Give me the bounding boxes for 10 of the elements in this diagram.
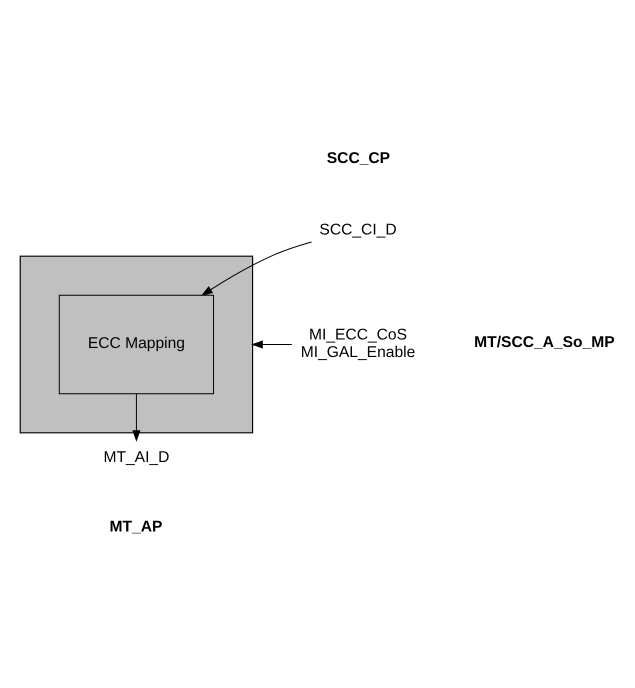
node-text: MT_AI_D xyxy=(103,448,170,466)
label: SCC_CP xyxy=(326,150,390,167)
node-text: SCC_CI_D xyxy=(319,220,397,238)
arrow xyxy=(201,241,312,296)
label: MT_AP xyxy=(110,518,162,535)
node-text: MI_ECC_CoS MI_GAL_Enable xyxy=(300,326,416,360)
node-box: ECC Mapping xyxy=(58,294,214,394)
arrow xyxy=(132,392,141,442)
arrow xyxy=(251,340,292,348)
label: MT/SCC_A_So_MP xyxy=(474,334,615,351)
